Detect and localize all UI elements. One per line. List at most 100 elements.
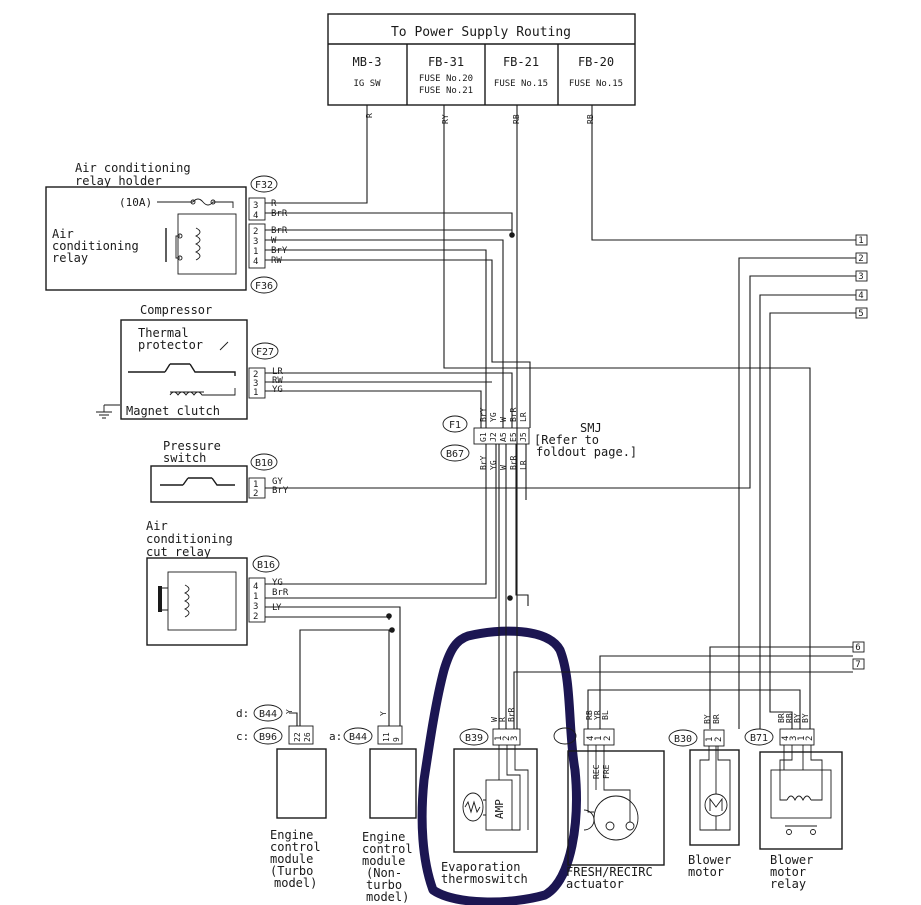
svg-text:RW: RW	[272, 376, 283, 386]
power-supply-title: To Power Supply Routing	[391, 25, 571, 40]
terminal-label: 2	[858, 254, 863, 264]
svg-text:Blower: Blower	[688, 853, 731, 867]
svg-text:R: R	[271, 199, 277, 209]
svg-text:BrR: BrR	[509, 455, 518, 470]
svg-text:LR: LR	[519, 460, 528, 470]
svg-text:BrY: BrY	[479, 455, 488, 470]
ecm-nonturbo: a: B44 11 9 Y Engine control module (Non…	[329, 711, 417, 904]
svg-text:BY: BY	[801, 713, 810, 723]
svg-text:BR: BR	[777, 713, 786, 723]
svg-text:BrR: BrR	[272, 588, 289, 598]
svg-text:26: 26	[303, 732, 312, 742]
connector-label: F1	[449, 420, 461, 431]
svg-text:control: control	[362, 842, 413, 856]
terminal-label: 6	[855, 643, 860, 653]
svg-text:BR: BR	[712, 714, 721, 724]
relay-coil-icon	[770, 769, 832, 819]
svg-text:a:: a:	[329, 730, 342, 743]
svg-text:YG: YG	[272, 578, 283, 588]
terminal-label: 3	[858, 272, 863, 282]
terminal-label: 7	[855, 660, 860, 670]
power-col-label: FUSE No.21	[419, 86, 473, 96]
ecm-turbo-box	[276, 748, 327, 819]
svg-text:BrR: BrR	[271, 209, 288, 219]
svg-text:BrR: BrR	[271, 226, 288, 236]
svg-text:LR: LR	[272, 367, 283, 377]
svg-text:22: 22	[293, 732, 302, 742]
svg-text:1: 1	[594, 736, 604, 741]
cut-relay-icon	[167, 571, 237, 631]
connector-block	[248, 197, 266, 221]
wire-label: R	[365, 113, 374, 118]
connector-label: B67	[446, 449, 464, 460]
compressor: Compressor Thermal protector Magnet clut…	[96, 303, 283, 420]
power-col-label: IG SW	[353, 79, 381, 89]
svg-text:Y: Y	[276, 603, 282, 613]
svg-text:c:: c:	[236, 730, 249, 743]
svg-text:[Refer to: [Refer to	[534, 433, 599, 447]
relay-icon	[177, 213, 237, 275]
svg-text:A5: A5	[499, 432, 508, 442]
thermistor-icon	[462, 792, 484, 822]
connector-label: F27	[256, 347, 274, 358]
smj-junction: F1 B67 G1 J2 A5 E5 J5 BrY YG W BrR LR Br…	[440, 407, 637, 470]
svg-text:Y: Y	[379, 711, 388, 716]
svg-text:Engine: Engine	[362, 830, 405, 844]
thermal-protector-icon	[128, 363, 236, 376]
connector-label: B71	[750, 733, 768, 744]
svg-text:W: W	[271, 236, 277, 246]
actuator-box	[567, 750, 665, 866]
svg-text:switch: switch	[163, 451, 206, 465]
svg-text:J2: J2	[489, 432, 498, 442]
svg-text:E5: E5	[509, 432, 518, 442]
terminal-label: 5	[858, 309, 863, 319]
connector-label: B30	[674, 734, 692, 745]
svg-text:2: 2	[714, 737, 724, 742]
connector-label: F32	[255, 180, 273, 191]
svg-text:Blower: Blower	[770, 853, 813, 867]
relay-holder: Air conditioning relay holder (10A) Air …	[45, 161, 288, 294]
svg-text:1: 1	[253, 480, 258, 490]
thermoswitch: B39 1 2 3 W R BrR AMP Evaporation thermo…	[441, 707, 538, 886]
svg-text:turbo: turbo	[366, 878, 402, 892]
svg-text:1: 1	[253, 592, 258, 602]
svg-text:protector: protector	[138, 338, 203, 352]
connector-label: B16	[257, 560, 275, 571]
svg-text:1: 1	[705, 737, 715, 742]
connector-block	[248, 577, 266, 623]
wires	[265, 105, 856, 729]
svg-text:G1: G1	[479, 432, 488, 442]
svg-text:1: 1	[253, 247, 258, 257]
svg-text:BL: BL	[601, 710, 610, 720]
svg-text:4: 4	[253, 211, 258, 221]
svg-text:motor: motor	[770, 865, 806, 879]
connector-label: B96	[259, 732, 277, 743]
svg-text:3: 3	[253, 602, 258, 612]
svg-text:motor: motor	[688, 865, 724, 879]
svg-text:control: control	[270, 840, 321, 854]
connector-label: B10	[255, 458, 273, 469]
fresh-recirc-actuator: 4 1 2 RB YR BL REC FRE FRESH/RECIRC actu…	[553, 710, 665, 891]
svg-text:1: 1	[253, 388, 258, 398]
blower-relay: B71 4 3 1 2 BR RB BY BY Blower motor rel…	[744, 713, 843, 891]
relay-label: conditioning	[52, 239, 139, 253]
svg-text:(Non-: (Non-	[366, 866, 402, 880]
svg-text:RB: RB	[585, 710, 594, 720]
connector-block	[703, 729, 725, 747]
svg-text:BrY: BrY	[479, 407, 488, 422]
fuse-label: (10A)	[119, 196, 152, 209]
connector-block	[288, 725, 314, 745]
svg-text:4: 4	[253, 582, 258, 592]
wire-label: RB	[586, 114, 595, 124]
svg-text:BrR: BrR	[509, 407, 518, 422]
relay-holder-title: Air conditioning	[75, 161, 191, 175]
svg-text:Air: Air	[146, 519, 168, 533]
svg-text:3: 3	[510, 736, 520, 741]
svg-text:relay: relay	[770, 877, 806, 891]
svg-text:FRESH/RECIRC: FRESH/RECIRC	[566, 865, 653, 879]
relay-holder-title: relay holder	[75, 174, 162, 188]
svg-text:GY: GY	[272, 477, 283, 487]
connector-label: B44	[349, 732, 367, 743]
relay-label: relay	[52, 251, 88, 265]
